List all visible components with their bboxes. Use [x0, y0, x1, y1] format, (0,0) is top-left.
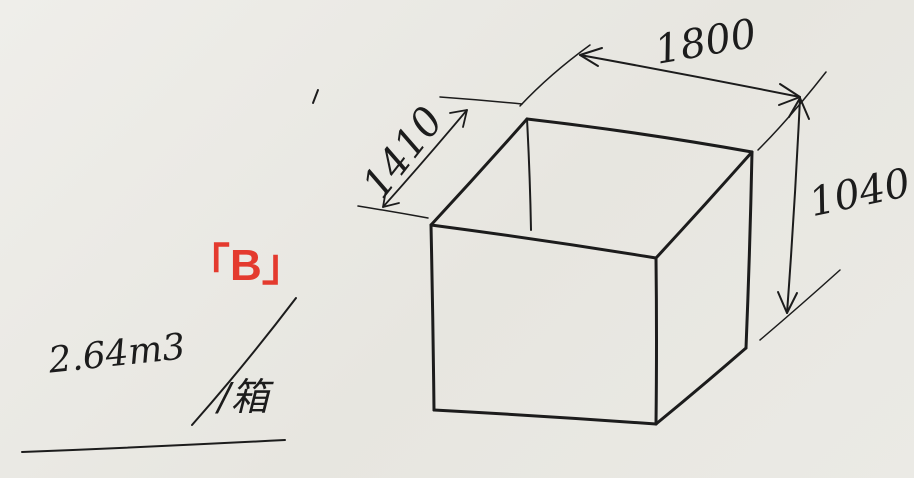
height-arrow-line	[786, 97, 801, 314]
volume-underline	[21, 439, 286, 453]
box-back-right-vertical	[744, 150, 754, 350]
box-inner-back-corner	[526, 118, 532, 231]
box-bottom-right-edge	[654, 346, 748, 426]
box-bottom-front-edge	[432, 408, 658, 426]
height-value: 1040	[805, 160, 914, 226]
box-left-top-edge	[429, 117, 529, 227]
height-dimension: 1040	[759, 97, 914, 341]
height-arrowhead-top	[788, 97, 810, 120]
box-front-right-vertical	[654, 256, 658, 426]
width-arrowhead-top	[449, 109, 468, 128]
length-arrowhead-left	[579, 47, 603, 67]
width-arrow-line	[382, 109, 468, 208]
length-dimension: 1800	[519, 11, 827, 151]
length-arrow-line	[579, 54, 801, 98]
width-extension-top	[439, 96, 523, 105]
box-label: 「B」	[186, 241, 306, 290]
open-box-drawing	[429, 117, 754, 426]
height-arrowhead-bottom	[777, 291, 798, 314]
height-extension-bottom	[759, 269, 841, 341]
volume-unit: /箱	[214, 375, 275, 419]
box-front-top-edge	[429, 223, 658, 260]
box-front-left-vertical	[429, 223, 436, 412]
length-extension-left	[519, 44, 591, 107]
width-arrowhead-bottom	[382, 189, 400, 208]
volume-note: 2.64m3 /箱	[21, 297, 297, 453]
box-right-top-edge	[654, 150, 754, 260]
width-value: 1410	[354, 98, 453, 207]
width-dimension: 1410	[354, 96, 523, 219]
box-back-top-edge	[525, 117, 754, 154]
volume-value: 2.64m3	[45, 326, 187, 381]
volume-slash	[191, 297, 297, 426]
width-extension-bottom	[357, 205, 429, 219]
length-value: 1800	[652, 11, 760, 74]
stray-mark	[312, 89, 319, 104]
